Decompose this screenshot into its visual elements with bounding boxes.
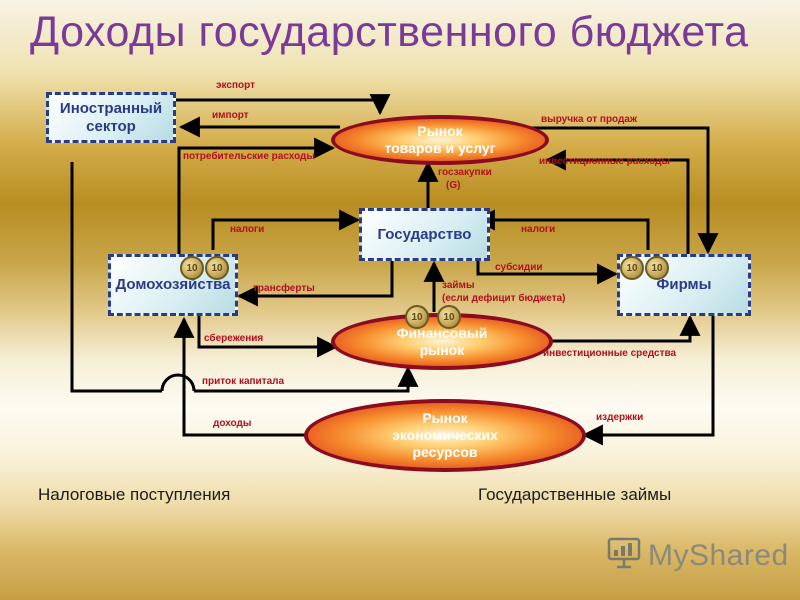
goods-market-label: Рынок товаров и услуг	[384, 123, 496, 156]
label-capital-inflow: приток капитала	[202, 376, 285, 387]
coin-icon: 10	[645, 256, 669, 280]
label-gov-purchases: госзакупки	[438, 167, 492, 178]
label-investment-spending: инвестиционные расходы	[539, 156, 670, 167]
state-label: Государство	[377, 225, 472, 243]
label-sales-revenue: выручка от продаж	[541, 114, 638, 125]
arrow-income	[173, 316, 306, 437]
arrow-subsidies	[476, 261, 619, 285]
label-loans: займы	[442, 280, 475, 291]
arrow-investment-spending	[544, 149, 690, 254]
tax-revenue-caption: Налоговые поступления	[38, 485, 231, 504]
state-loans-caption: Государственные займы	[478, 485, 672, 504]
financial-market-label: Финансовый рынок	[396, 324, 488, 358]
foreign-sector-box: Иностранный сектор	[46, 92, 176, 143]
label-taxes-households: налоги	[230, 224, 265, 235]
arrow-investment-funds	[549, 314, 701, 343]
label-income: доходы	[213, 418, 252, 429]
goods-market-oval: Рынок товаров и услуг	[331, 115, 549, 165]
foreign-sector-label: Иностранный сектор	[59, 99, 163, 135]
label-export: экспорт	[216, 80, 255, 91]
resource-market-label: Рынок экономических ресурсов	[392, 410, 498, 460]
arrow-transfers	[236, 260, 394, 307]
label-subsidies: субсидии	[495, 262, 543, 273]
coin-icon: 10	[405, 305, 429, 329]
presentation-board-icon	[606, 536, 642, 575]
arrow-taxes-firms	[473, 209, 650, 250]
households-label: Домохозяйства	[115, 276, 231, 293]
logo: MyShared	[606, 536, 789, 575]
label-import: импорт	[212, 110, 249, 121]
logo-text: MyShared	[648, 538, 789, 572]
label-consumer-spending: потребительские расходы	[183, 151, 315, 162]
arrow-capital-inflow	[70, 162, 408, 393]
arrow-savings	[197, 316, 339, 358]
label-investment-funds: инвестиционные средства	[543, 348, 677, 359]
firms-label: Фирмы	[656, 276, 712, 293]
page-title: Доходы государственного бюджета	[30, 8, 749, 56]
label-costs: издержки	[596, 412, 644, 423]
resource-market-oval: Рынок экономических ресурсов	[304, 399, 586, 472]
arrow-taxes-households	[211, 209, 361, 250]
arrow-consumer-spending	[177, 137, 336, 254]
state-box: Государство	[359, 208, 490, 261]
coin-icon: 10	[180, 256, 204, 280]
coin-icon: 10	[620, 256, 644, 280]
coin-icon: 10	[205, 256, 229, 280]
label-savings: сбережения	[204, 333, 264, 344]
label-gov-purchases-g: (G)	[446, 180, 461, 191]
arrow-costs	[581, 316, 715, 446]
label-loans-condition: (если дефицит бюджета)	[442, 293, 566, 304]
arrow-capital-hop	[160, 373, 196, 392]
label-taxes-firms: налоги	[521, 224, 556, 235]
coin-icon: 10	[437, 305, 461, 329]
arrow-sales-revenue	[520, 126, 719, 255]
label-transfers: трансферты	[253, 283, 315, 294]
